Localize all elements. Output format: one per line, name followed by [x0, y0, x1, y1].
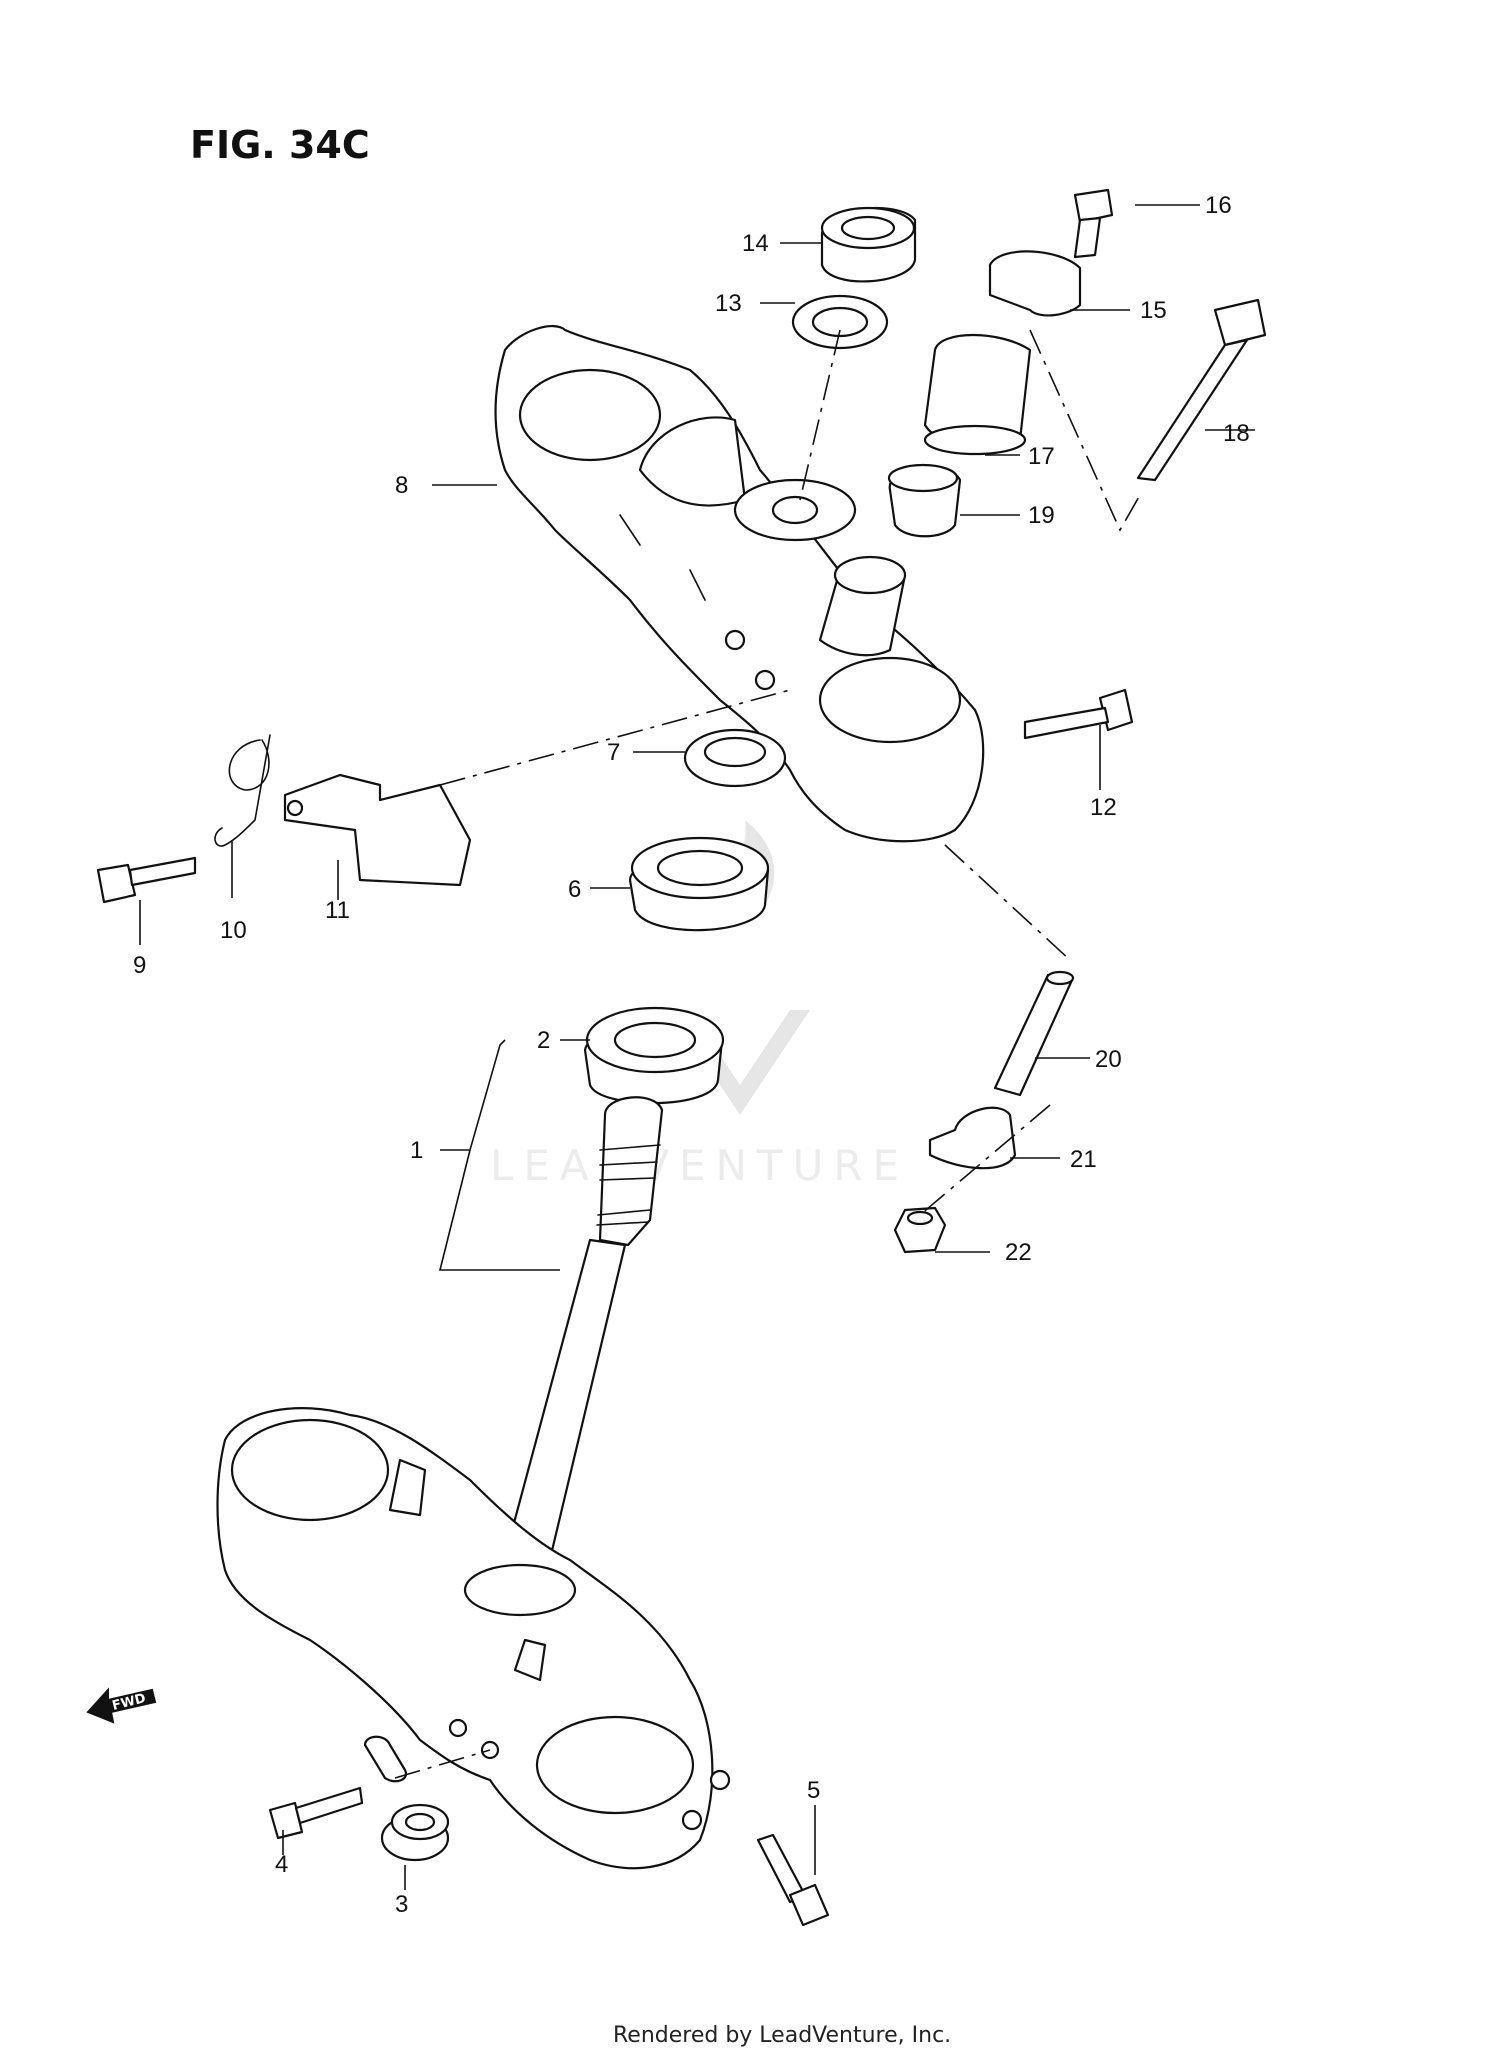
part-1-stem	[498, 1096, 664, 1582]
part-14-cap	[820, 206, 917, 283]
part-11-bracket	[283, 773, 472, 887]
part-20-collar	[993, 970, 1075, 1097]
callout-19: 19	[1028, 502, 1055, 529]
callout-1: 1	[410, 1137, 423, 1164]
part-9-bolt	[96, 856, 197, 904]
callout-9: 9	[133, 952, 146, 979]
lower-washer-plate	[363, 1735, 408, 1783]
callout-5: 5	[807, 1777, 820, 1804]
callout-3: 3	[395, 1891, 408, 1918]
callout-12: 12	[1090, 794, 1117, 821]
callout-4: 4	[275, 1851, 288, 1878]
callout-7: 7	[607, 739, 620, 766]
part-19-cushion	[887, 463, 962, 538]
callout-6: 6	[568, 876, 581, 903]
part-12-bolt	[1023, 688, 1134, 740]
figure-title: FIG. 34C	[190, 123, 370, 167]
part-13-washer	[791, 294, 889, 350]
callout-14: 14	[742, 230, 769, 257]
part-15-holder-upper	[988, 250, 1082, 317]
part-3-grommet	[380, 1803, 450, 1862]
part-16-bolt	[1073, 188, 1114, 259]
fwd-label: FWD	[111, 1691, 148, 1714]
callout-13: 13	[715, 290, 742, 317]
part-10-clip	[214, 734, 271, 847]
part-18-long-bolt	[1136, 298, 1267, 482]
callout-22: 22	[1005, 1239, 1032, 1266]
part-2-bearing	[583, 1006, 725, 1105]
callout-8: 8	[395, 472, 408, 499]
callout-16: 16	[1205, 192, 1232, 219]
watermark-text: LEADVENTURE	[490, 1141, 909, 1190]
part-21-cushion	[928, 1106, 1017, 1170]
callout-18: 18	[1223, 420, 1250, 447]
part-5-bolt	[756, 1833, 830, 1927]
part-7-nut	[683, 728, 787, 788]
part-22-nut	[893, 1206, 947, 1254]
callout-20: 20	[1095, 1046, 1122, 1073]
fwd-arrow-icon: FWD	[86, 1687, 157, 1724]
callout-10: 10	[220, 917, 247, 944]
footer-credit: Rendered by LeadVenture, Inc.	[613, 2023, 951, 2048]
part-6-bearing	[628, 836, 770, 932]
lower-triple-clamp	[216, 1407, 731, 1870]
callout-15: 15	[1140, 297, 1167, 324]
upper-triple-clamp	[494, 325, 985, 843]
callout-11: 11	[325, 897, 350, 924]
callout-2: 2	[537, 1027, 550, 1054]
part-17-holder-lower	[923, 334, 1032, 456]
callout-17: 17	[1028, 443, 1055, 470]
callout-labels: 1 2 3 4 5 6 7 8 9 10 11 12 13 14 15 16 1…	[133, 192, 1250, 1918]
part-4-bolt	[268, 1786, 364, 1840]
callout-21: 21	[1070, 1146, 1097, 1173]
